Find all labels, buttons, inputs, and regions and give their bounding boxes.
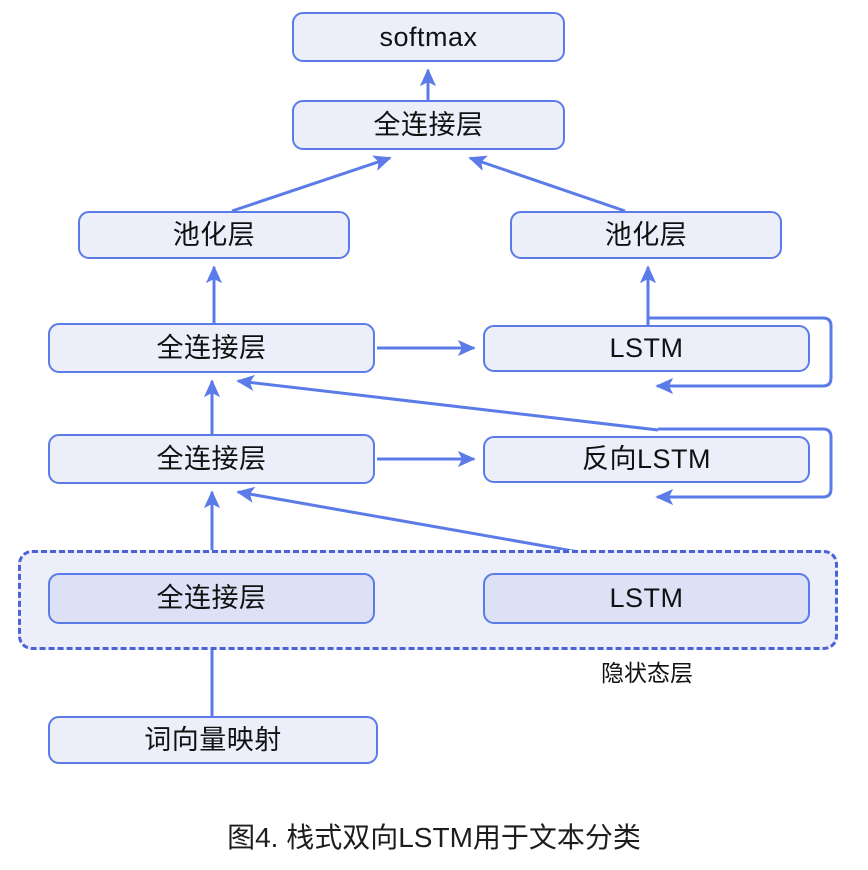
node-lstm-reverse-row2[interactable]: 反向LSTM (483, 436, 810, 483)
node-lstm-row3-label: LSTM (609, 583, 684, 613)
node-fc-row1-label: 全连接层 (156, 332, 267, 363)
node-fc-row3-label: 全连接层 (156, 583, 267, 613)
node-fc-row2[interactable]: 全连接层 (48, 434, 375, 484)
node-softmax-label: softmax (379, 21, 478, 52)
node-fc-top[interactable]: 全连接层 (292, 100, 565, 150)
node-lstm-reverse-row2-label: 反向LSTM (581, 444, 711, 474)
node-pool-right-label: 池化层 (604, 219, 688, 250)
node-embedding-label: 词向量映射 (144, 724, 282, 755)
node-fc-top-label: 全连接层 (373, 109, 484, 140)
edge-pool-right-to-fc-top (468, 155, 626, 213)
figure-caption: 图4. 栈式双向LSTM用于文本分类 (227, 822, 641, 853)
node-lstm-row3[interactable]: LSTM (483, 573, 810, 624)
node-fc-row3[interactable]: 全连接层 (48, 573, 375, 624)
edge-pool-left-to-fc-top (231, 155, 392, 213)
node-pool-left[interactable]: 池化层 (78, 211, 350, 259)
node-softmax[interactable]: softmax (292, 12, 565, 62)
hidden-state-layer-label: 隐状态层 (601, 660, 693, 686)
node-embedding[interactable]: 词向量映射 (48, 716, 378, 764)
edge-lstm-rev-row2-to-fc-row1 (236, 374, 659, 432)
node-fc-row1[interactable]: 全连接层 (48, 323, 375, 373)
node-fc-row2-label: 全连接层 (156, 443, 267, 474)
node-pool-left-label: 池化层 (172, 219, 256, 250)
node-lstm-row1[interactable]: LSTM (483, 325, 810, 372)
node-pool-right[interactable]: 池化层 (510, 211, 782, 259)
node-lstm-row1-label: LSTM (609, 333, 684, 363)
